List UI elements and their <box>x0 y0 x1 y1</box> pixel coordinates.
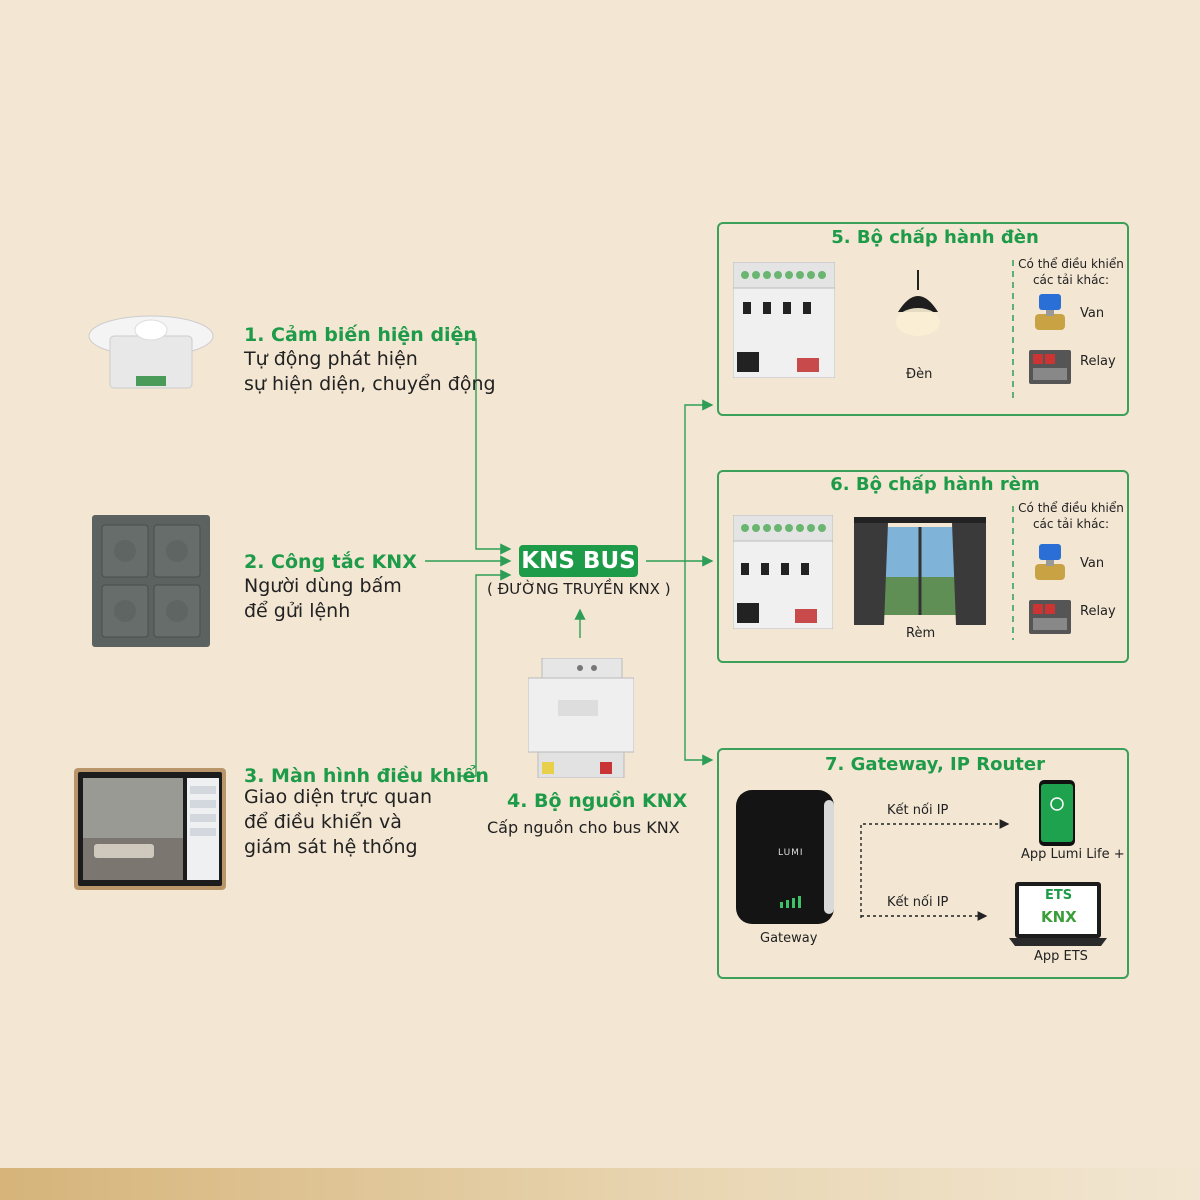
valve-icon <box>1031 294 1069 338</box>
box-5-note-1: Có thể điều khiển <box>1018 257 1124 271</box>
line-screen <box>458 569 512 777</box>
box-7-app-1: App Lumi Life + <box>1021 847 1125 862</box>
bottom-band <box>0 1168 1200 1200</box>
power-supply-image <box>527 657 635 779</box>
laptop-image <box>1009 882 1107 948</box>
gateway-logo: LUMI <box>778 848 804 858</box>
item-3-line-2: để điều khiển và <box>244 811 402 833</box>
knx-logo: KNX <box>1041 908 1077 926</box>
box-5-note-2: các tải khác: <box>1032 273 1110 287</box>
curtain-window-image <box>854 517 986 625</box>
item-1-title: 1. Cảm biến hiện diện <box>244 324 477 346</box>
box-7-gateway-label: Gateway <box>760 931 818 946</box>
item-1-line-1: Tự động phát hiện <box>244 348 418 370</box>
box-6-device: Rèm <box>906 626 936 641</box>
line-to-box5 <box>684 399 714 561</box>
control-screen-image <box>74 768 226 890</box>
box-6-note-1: Có thể điều khiển <box>1018 501 1124 515</box>
box-7-title: 7. Gateway, IP Router <box>825 754 1045 775</box>
box-6-load-2: Relay <box>1080 604 1116 619</box>
item-2-line-2: để gửi lệnh <box>244 600 351 622</box>
phone-app-image <box>1039 780 1075 846</box>
ip-links <box>860 819 1010 921</box>
item-2-title: 2. Công tắc KNX <box>244 551 417 573</box>
box-6-divider <box>1012 506 1014 640</box>
line-to-box7 <box>684 561 714 766</box>
ip-link-1-label: Kết nối IP <box>887 803 949 818</box>
item-3-line-1: Giao diện trực quan <box>244 786 432 808</box>
item-3-line-3: giám sát hệ thống <box>244 836 418 858</box>
gateway-device-image <box>736 790 834 924</box>
item-2-line-1: Người dùng bấm <box>244 575 402 597</box>
box-5-divider <box>1012 260 1014 400</box>
kns-bus-label: KNS BUS <box>519 545 638 577</box>
item-4-title: 4. Bộ nguồn KNX <box>507 790 688 812</box>
box-5-device: Đèn <box>906 367 933 382</box>
item-1-line-2: sự hiện diện, chuyển động <box>244 373 496 395</box>
item-3-title: 3. Màn hình điều khiển <box>244 765 489 787</box>
box-7-app-2: App ETS <box>1034 949 1088 964</box>
knx-switch-image <box>92 515 210 647</box>
box-5-load-1: Van <box>1080 306 1105 321</box>
box-5-load-2: Relay <box>1080 354 1116 369</box>
lighting-actuator-image <box>732 261 836 379</box>
box-6-title: 6. Bộ chấp hành rèm <box>830 474 1040 495</box>
box-5-title: 5. Bộ chấp hành đèn <box>831 227 1039 248</box>
valve-icon <box>1031 544 1069 588</box>
item-4-line-1: Cấp nguồn cho bus KNX <box>487 818 680 837</box>
pendant-lamp-icon <box>892 270 944 342</box>
ip-link-2-label: Kết nối IP <box>887 895 949 910</box>
relay-icon <box>1029 350 1071 384</box>
line-sensor <box>452 338 512 555</box>
box-6-load-1: Van <box>1080 556 1105 571</box>
kns-bus-sub: ( ĐƯỜNG TRUYỀN KNX ) <box>487 580 671 598</box>
relay-icon <box>1029 600 1071 634</box>
ets-label: ETS <box>1045 888 1073 903</box>
box-6-note-2: các tải khác: <box>1032 517 1110 531</box>
presence-sensor-image <box>86 306 216 396</box>
curtain-actuator-image <box>732 514 834 630</box>
